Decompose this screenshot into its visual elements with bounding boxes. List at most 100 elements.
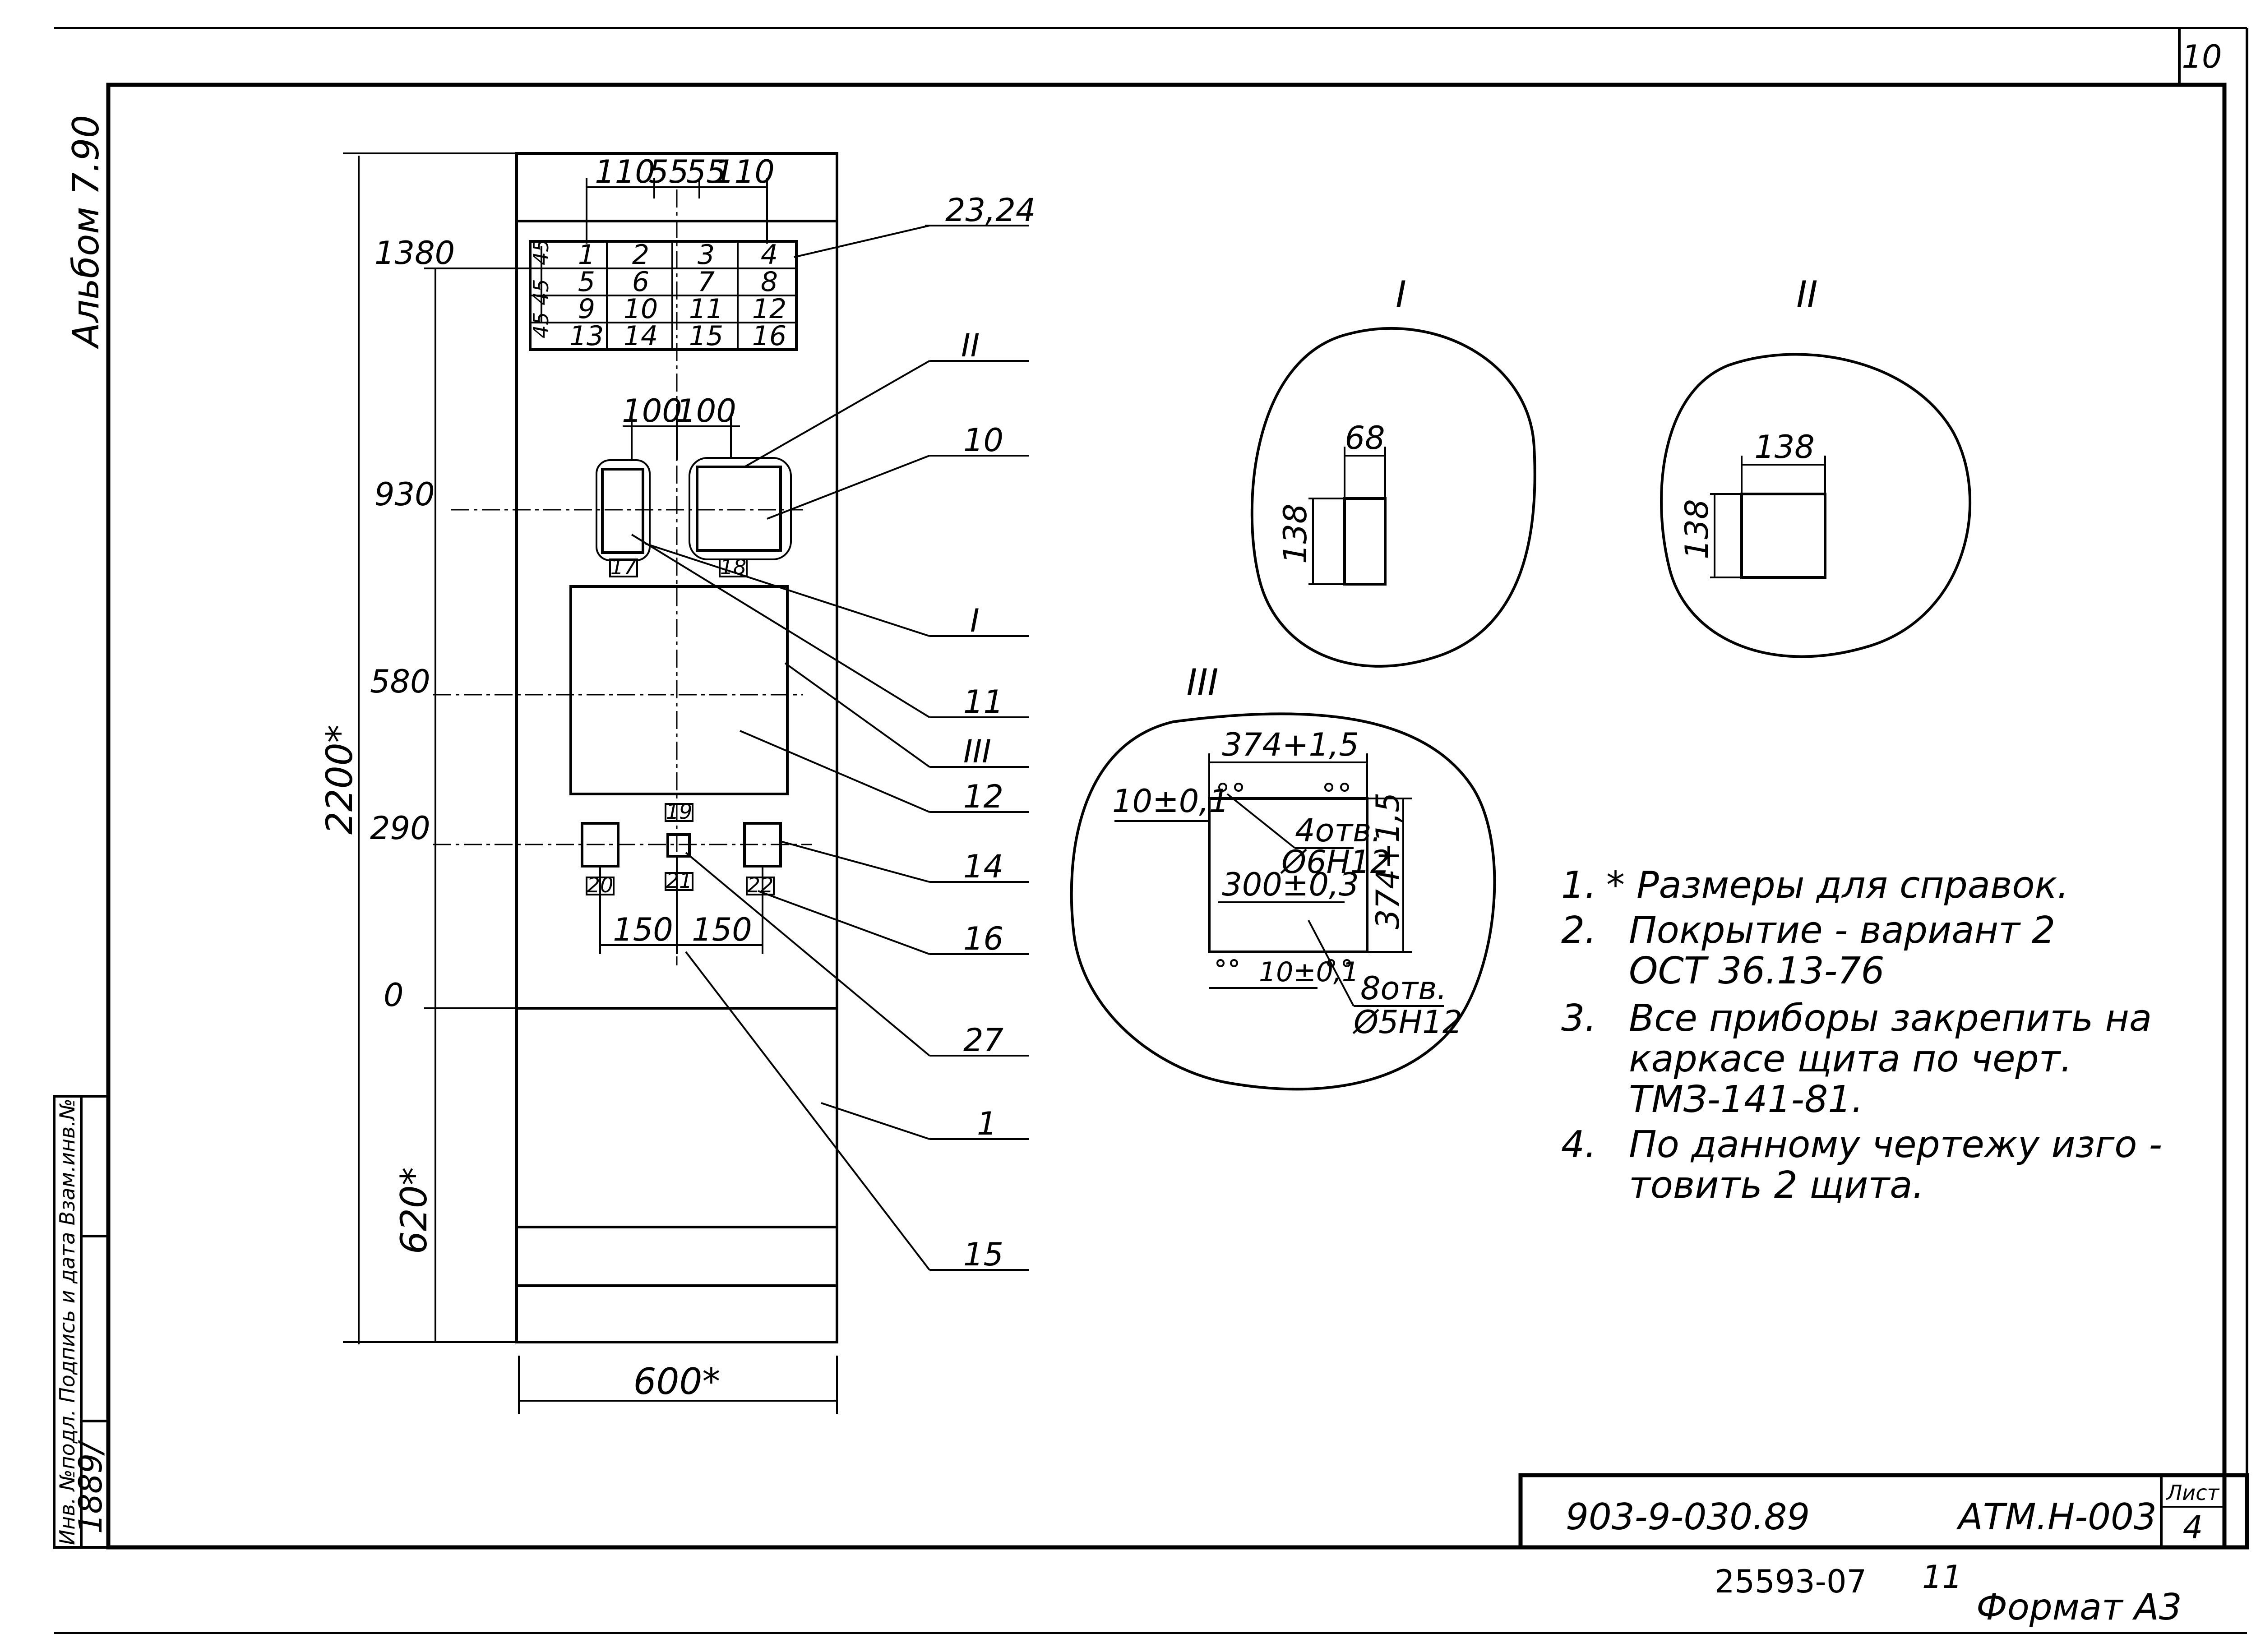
panel-front-view xyxy=(343,152,838,1414)
device-tag-19: 19 xyxy=(666,799,693,824)
base-height-label: 620* xyxy=(393,1167,435,1254)
grid-cell-3: 3 xyxy=(698,239,715,271)
grid-cell-7: 7 xyxy=(698,266,715,298)
detail-III-left-offset: 10±0,1 xyxy=(1112,783,1229,820)
device-tag-20: 20 xyxy=(587,873,614,897)
grid-cell-8: 8 xyxy=(761,266,778,298)
elevation-290: 290 xyxy=(370,810,430,847)
callout-III: III xyxy=(963,733,991,770)
format-label: Формат А3 xyxy=(1976,1586,2182,1628)
callout-II: II xyxy=(961,327,980,364)
note-1-text: * Размеры для справок. xyxy=(1606,864,2069,907)
callout-1: 1 xyxy=(977,1105,997,1142)
bottom-dim-1: 150 xyxy=(613,911,673,948)
detail-II-title: II xyxy=(1796,273,1817,315)
device-tag-22: 22 xyxy=(747,873,774,897)
detail-II-width: 138 xyxy=(1754,429,1815,466)
callout-I: I xyxy=(970,602,980,639)
callout-27: 27 xyxy=(963,1022,1003,1059)
grid-pitch-label: 45 45 xyxy=(529,279,553,338)
device-tag-21: 21 xyxy=(666,868,693,893)
doc-number: 903-9-030.89 xyxy=(1566,1496,1810,1538)
sheet-frame xyxy=(54,27,2248,1634)
elevation-1380: 1380 xyxy=(374,235,455,272)
device-tag-17: 17 xyxy=(610,555,637,579)
leader-lines xyxy=(631,225,1029,1271)
note-4b-text: товить 2 щита. xyxy=(1629,1164,1924,1207)
side-stamp-label: Инв. №подл. Подпись и дата Взам.инв.№ xyxy=(55,1098,79,1545)
callout-12: 12 xyxy=(963,778,1003,815)
elevation-0: 0 xyxy=(384,977,404,1014)
side-stamp: Инв. №подл. Подпись и дата Взам.инв.№ 18… xyxy=(53,1095,110,1549)
doc-code: АТМ.Н-003 xyxy=(1956,1496,2157,1538)
detail-I-width: 68 xyxy=(1345,420,1385,457)
grid-cell-9: 9 xyxy=(578,293,595,325)
callout-15: 15 xyxy=(963,1236,1003,1273)
grid-cell-6: 6 xyxy=(632,266,649,298)
mid-dim-1: 100 xyxy=(622,392,682,429)
note-3c-text: ТМЗ-141-81. xyxy=(1629,1078,1863,1121)
note-3-num: 3. xyxy=(1561,997,1596,1040)
grid-cell-14: 14 xyxy=(624,320,658,352)
archive-number: 25593-07 xyxy=(1715,1563,1867,1600)
bottom-dim-2: 150 xyxy=(692,911,752,948)
detail-III-top-dim: 374+1,5 xyxy=(1222,726,1359,763)
callout-14: 14 xyxy=(963,848,1003,885)
grid-cell-1: 1 xyxy=(578,239,595,271)
elevation-580: 580 xyxy=(370,663,430,700)
detail-III-holes-big: 4отв. xyxy=(1295,812,1382,849)
archive-suffix: 11 xyxy=(1922,1559,1962,1596)
title-block xyxy=(1518,1473,2249,1550)
grid-cell-11: 11 xyxy=(689,293,723,325)
note-1-num: 1. xyxy=(1561,864,1596,907)
grid-cell-12: 12 xyxy=(752,293,786,325)
detail-III-title: III xyxy=(1187,661,1219,703)
note-2b-text: ОСТ 36.13-76 xyxy=(1629,950,1885,992)
callout-10: 10 xyxy=(963,422,1003,459)
detail-I xyxy=(1250,327,1536,668)
detail-I-title: I xyxy=(1396,273,1406,315)
mid-dim-2: 100 xyxy=(676,392,736,429)
notes-block: 1. * Размеры для справок. 2. Покрытие - … xyxy=(1561,864,2162,1207)
corner-number: 10 xyxy=(2182,38,2222,75)
detail-III-holes-big-dia: Ø6Н12 xyxy=(1280,844,1390,881)
sheet-label: Лист xyxy=(2166,1481,2220,1505)
grid-cell-5: 5 xyxy=(578,266,595,298)
note-3b-text: каркасе щита по черт. xyxy=(1629,1038,2072,1080)
top-dim-3: 55 xyxy=(686,153,726,190)
detail-III-holes xyxy=(1216,783,1351,967)
detail-II xyxy=(1660,353,1972,658)
top-dim-2: 55 xyxy=(648,153,689,190)
grid-cell-15: 15 xyxy=(689,320,723,352)
side-stamp-value: 1889/ xyxy=(72,1440,109,1534)
elevation-930: 930 xyxy=(374,476,435,513)
callout-11: 11 xyxy=(963,683,1003,720)
detail-III-side-dim: 374+1,5 xyxy=(1369,792,1406,929)
callout-16: 16 xyxy=(963,920,1003,957)
grid-pitch-top-label: 45 xyxy=(529,239,553,265)
grid-cell-13: 13 xyxy=(569,320,604,352)
detail-III-inner-dim: 300±0,3 xyxy=(1222,866,1359,903)
grid-cell-10: 10 xyxy=(624,293,658,325)
top-dim-1: 110 xyxy=(595,153,655,190)
top-dim-4: 110 xyxy=(714,153,775,190)
grid-cell-2: 2 xyxy=(632,239,649,271)
note-2-num: 2. xyxy=(1561,909,1596,952)
album-label: Альбом 7.90 xyxy=(65,115,107,350)
panel-width-label: 600* xyxy=(633,1361,721,1403)
detail-II-height: 138 xyxy=(1678,499,1715,559)
detail-III-bottom-offset: 10±0,1 xyxy=(1259,956,1359,988)
sheet-number: 4 xyxy=(2183,1509,2203,1546)
total-height-label: 2200* xyxy=(319,724,361,835)
detail-I-height: 138 xyxy=(1277,503,1314,564)
grid-cell-4: 4 xyxy=(761,239,778,271)
grid-cell-16: 16 xyxy=(752,320,786,352)
detail-III xyxy=(1070,712,1496,1091)
detail-III-holes-small-dia: Ø5Н12 xyxy=(1352,1004,1462,1041)
note-4-num: 4. xyxy=(1561,1123,1596,1166)
callout-23-24: 23,24 xyxy=(945,192,1036,229)
detail-III-holes-small: 8отв. xyxy=(1360,970,1447,1007)
note-2-text: Покрытие - вариант 2 xyxy=(1629,909,2055,952)
note-3-text: Все приборы закрепить на xyxy=(1629,997,2152,1040)
